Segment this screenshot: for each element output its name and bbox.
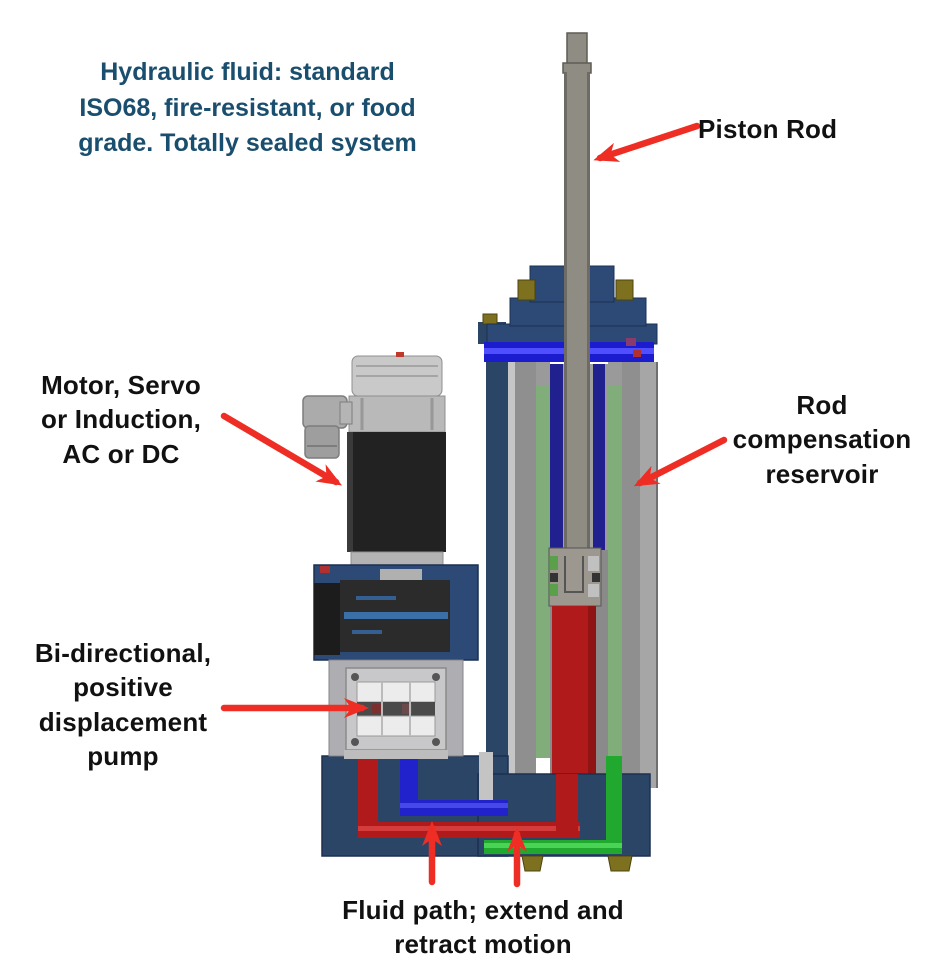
pipe-red-up <box>556 774 578 838</box>
annotation-arrows <box>220 122 728 888</box>
controller-slot-2 <box>352 630 382 634</box>
connector-neck <box>339 401 353 425</box>
rod-tip <box>566 32 588 66</box>
piston-rod-graphic <box>562 32 592 554</box>
motor-body <box>347 432 446 552</box>
wall-lightgray <box>508 362 515 788</box>
rod-edge-left <box>564 72 567 554</box>
foot-right <box>607 855 633 872</box>
piston-bolt-right <box>592 573 600 582</box>
pump-bolt-tl <box>351 673 359 681</box>
foot-left <box>521 855 544 872</box>
controller-tab <box>380 569 422 581</box>
piston-assembly <box>548 547 602 788</box>
pump-label: Bi-directional, positive displacement pu… <box>34 638 212 771</box>
motor-upper-housing <box>348 395 446 433</box>
controller-side-box <box>314 583 340 655</box>
controller-blue-stripe <box>344 612 448 619</box>
rod-collar <box>562 62 592 74</box>
base-support-gray <box>479 752 493 800</box>
annulus-channel-right <box>593 364 605 552</box>
piston-cavity-line <box>564 556 584 593</box>
liner-right-2 <box>605 364 608 552</box>
pipe-blue-highlight <box>400 803 508 808</box>
head-bolt-left <box>517 279 536 301</box>
motor-cap-marker <box>396 352 404 357</box>
reservoir-cap-left <box>536 362 550 386</box>
outer-wall-left-navy <box>486 362 508 788</box>
rod-shaft <box>564 72 590 554</box>
pump-gear-top <box>356 681 436 703</box>
arrow-reservoir <box>633 436 728 487</box>
arrow-piston-rod <box>593 122 701 162</box>
piston-gland-1 <box>588 556 599 571</box>
pump-bolt-br <box>432 738 440 746</box>
outer-wall-right-edge <box>656 362 658 788</box>
piston-bolt-left <box>550 573 558 582</box>
pump-gear-band-red-1 <box>372 704 382 714</box>
base-manifold <box>321 752 651 872</box>
piston-seal-green-1 <box>550 556 558 570</box>
pump-gear-band <box>357 702 435 716</box>
pump-bolt-bl <box>351 738 359 746</box>
pump-bolt-tr <box>432 673 440 681</box>
fluid-path-label: Fluid path; extend and retract motion <box>342 895 624 960</box>
wall-gray-right <box>622 362 640 788</box>
controller-red-detail <box>320 566 330 573</box>
controller-block <box>313 564 479 661</box>
head-bolt-right <box>615 279 634 301</box>
piston-rod-label: Piston Rod <box>698 114 838 144</box>
arrow-motor <box>220 412 343 486</box>
piston-gland-2 <box>588 584 599 597</box>
wall-gray-left <box>515 362 536 788</box>
pipe-red-highlight <box>358 826 580 831</box>
pump-gear-band-red-2 <box>402 704 412 714</box>
motor-flange <box>350 551 444 566</box>
pipe-green-up <box>606 756 622 854</box>
head-sensor-detail <box>626 338 636 346</box>
reservoir-cap-right <box>608 362 622 386</box>
pump-gear-bottom <box>356 715 436 737</box>
annulus-channel-left <box>550 364 563 552</box>
motor-graphic <box>302 352 446 566</box>
reservoir-label: Rod compensation reservoir <box>732 390 912 489</box>
head-bolt-left-outer <box>482 313 498 325</box>
reservoir-channel-right <box>608 386 622 758</box>
liner-right <box>589 364 593 552</box>
pressure-column-shade <box>588 606 596 788</box>
pipe-red-down <box>358 756 378 838</box>
head-sensor-detail-2 <box>633 350 641 357</box>
pipe-green-highlight <box>484 843 622 848</box>
outer-wall-right <box>640 362 658 788</box>
piston-seal-green-2 <box>550 584 558 596</box>
motor-label: Motor, Servo or Induction, AC or DC <box>40 370 202 469</box>
connector-barrel <box>304 425 340 459</box>
controller-slot-1 <box>356 596 396 600</box>
reservoir-channel-left <box>536 386 550 758</box>
motor-body-highlight <box>347 432 353 552</box>
pump-flange <box>344 750 448 759</box>
hydraulic-fluid-note: Hydraulic fluid: standard ISO68, fire-re… <box>78 58 417 157</box>
rod-edge-right <box>587 72 590 554</box>
